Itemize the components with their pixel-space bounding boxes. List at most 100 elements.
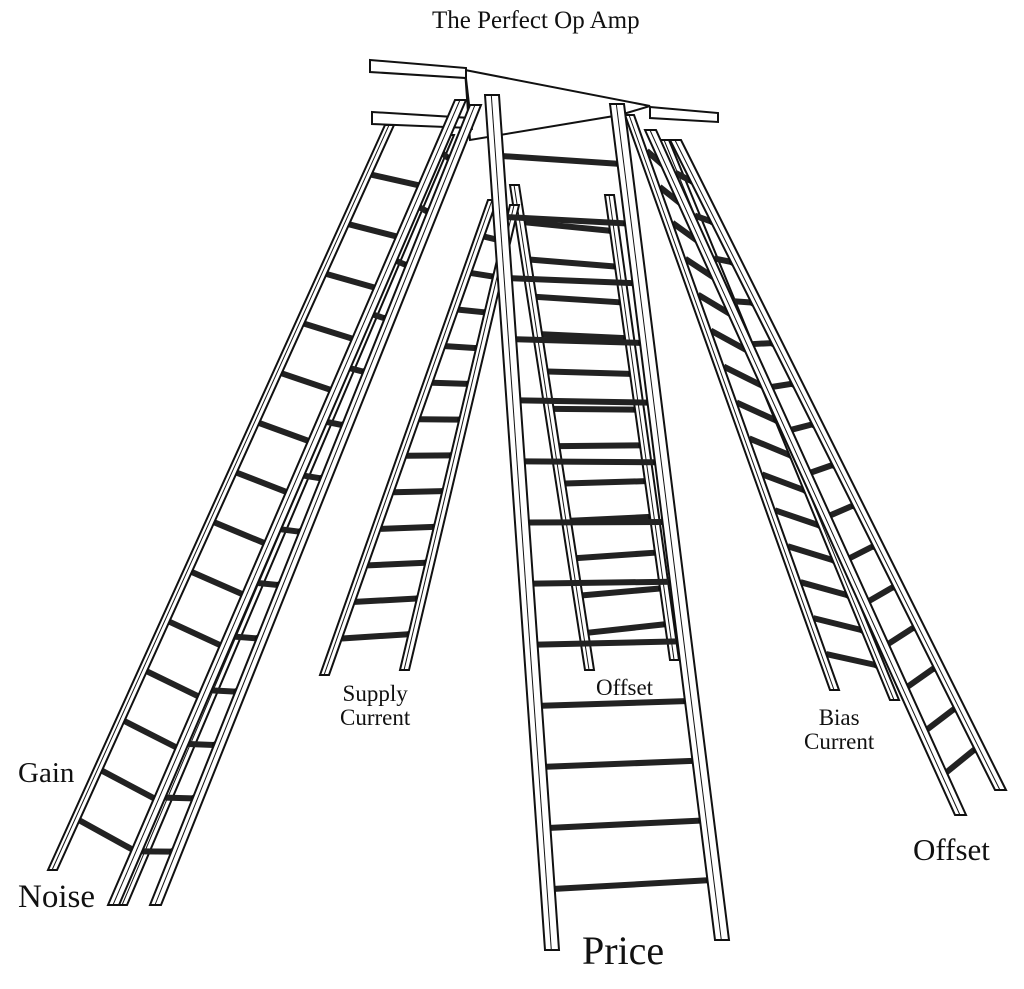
ladder-rung xyxy=(524,219,611,234)
ladder-rung xyxy=(735,399,777,423)
top-platform xyxy=(369,58,719,142)
ladder-rung xyxy=(799,579,848,598)
ladder-rung xyxy=(587,621,666,636)
ladder-rung xyxy=(326,419,343,428)
ladder-rung xyxy=(168,618,229,652)
ladder-rung xyxy=(848,543,875,561)
ladder-rail-right xyxy=(608,103,731,941)
ladder-rung xyxy=(445,343,477,352)
ladder-rung xyxy=(524,458,656,466)
ladder-rung xyxy=(554,877,708,892)
label-supply-line1: Supply xyxy=(342,681,408,706)
label-bias-line2: Current xyxy=(804,729,875,755)
ladder-rung xyxy=(213,519,272,549)
ladder-rung xyxy=(771,380,793,390)
ladder-rung xyxy=(553,405,636,413)
ladder-supply-current xyxy=(318,199,521,676)
ladder-rail-left xyxy=(483,94,561,951)
ladder-rung xyxy=(432,379,468,387)
ladder-rung xyxy=(752,340,772,348)
ladder-rung xyxy=(546,757,693,770)
ladder-rung xyxy=(713,255,732,265)
label-bias-current: Bias Current xyxy=(804,705,875,755)
ladder-rung xyxy=(530,256,616,270)
rail-edge xyxy=(490,94,552,951)
ladder-rung xyxy=(786,543,834,563)
label-offset-center: Offset xyxy=(596,675,654,700)
diagram-title: The Perfect Op Amp xyxy=(432,7,640,34)
ladder-rung xyxy=(537,638,678,648)
ladder-rail-left xyxy=(643,129,968,816)
ladder-rung xyxy=(733,298,752,306)
ladder-rung xyxy=(693,212,712,225)
ladder-rung xyxy=(925,706,957,732)
ladder-rung xyxy=(190,569,251,600)
ladder-offset-center xyxy=(508,184,681,671)
label-offset-right: Offset xyxy=(913,832,990,867)
ladder-rung xyxy=(211,687,236,695)
label-price: Price xyxy=(582,928,665,973)
ladder-rung xyxy=(145,668,207,703)
ladder-rung xyxy=(547,368,631,377)
ladder-rung xyxy=(100,768,164,805)
ladder-rung xyxy=(370,171,424,190)
ladder-rung xyxy=(886,624,916,647)
rail-edge xyxy=(51,124,390,871)
rail-edge xyxy=(628,114,835,691)
rail-edge xyxy=(513,184,590,671)
ladder-rung xyxy=(582,585,661,599)
rail-edge xyxy=(154,104,476,906)
top-rail-right xyxy=(649,105,719,124)
ladder-rung xyxy=(709,327,748,353)
rail-edge xyxy=(403,204,515,671)
ladder-rung xyxy=(303,472,322,482)
ladder-rail-left xyxy=(106,99,468,906)
ladder-rung xyxy=(906,665,936,690)
ladder-offset-right xyxy=(643,129,1008,816)
ladder-rung xyxy=(761,471,805,493)
ladder-rung xyxy=(380,523,434,532)
ladder-rung xyxy=(867,584,895,604)
ladder-rung xyxy=(503,153,618,167)
ladder-rung xyxy=(235,469,294,498)
ladder-rung xyxy=(393,488,443,496)
ladder-rung xyxy=(234,633,257,642)
ladder-rung xyxy=(576,549,656,562)
ladder-rung xyxy=(123,718,185,754)
label-supply-line2: Current xyxy=(340,705,411,731)
ladder-rung xyxy=(516,336,641,346)
ladder-rung xyxy=(550,817,701,831)
ladder-rung xyxy=(536,293,621,306)
ladder-rung xyxy=(258,420,316,446)
ladder-rung xyxy=(165,794,193,802)
ladder-rung xyxy=(829,502,855,519)
ladder-rung xyxy=(257,580,279,588)
ladder-rung xyxy=(673,170,692,184)
label-bias-line1: Bias xyxy=(818,705,860,730)
label-noise: Noise xyxy=(18,879,95,915)
ladder-rung xyxy=(367,559,426,569)
label-supply-current: Supply Current xyxy=(340,681,411,731)
ladder-rung xyxy=(810,462,834,476)
rail-edge xyxy=(112,99,461,906)
ladder-rung xyxy=(354,595,418,605)
ladder-rung xyxy=(825,651,877,668)
ladder-rail-right xyxy=(148,104,483,906)
ladder-rung xyxy=(944,747,977,775)
label-gain: Gain xyxy=(18,757,75,789)
ladder-rung xyxy=(280,526,300,535)
ladder-rung xyxy=(280,370,337,395)
ladder-rung xyxy=(511,275,633,287)
rail-edge xyxy=(674,139,1001,791)
ladder-rung xyxy=(812,615,862,633)
ladder-rung xyxy=(528,519,663,526)
ladder-rung xyxy=(349,365,365,375)
ladder-rung xyxy=(541,331,626,342)
ladder-price xyxy=(483,94,731,951)
ladder-rung xyxy=(507,214,626,227)
ladder-rung xyxy=(520,397,648,406)
ladder-rung xyxy=(470,270,494,280)
rail-edge xyxy=(649,129,961,816)
ladder-noise xyxy=(106,99,483,906)
